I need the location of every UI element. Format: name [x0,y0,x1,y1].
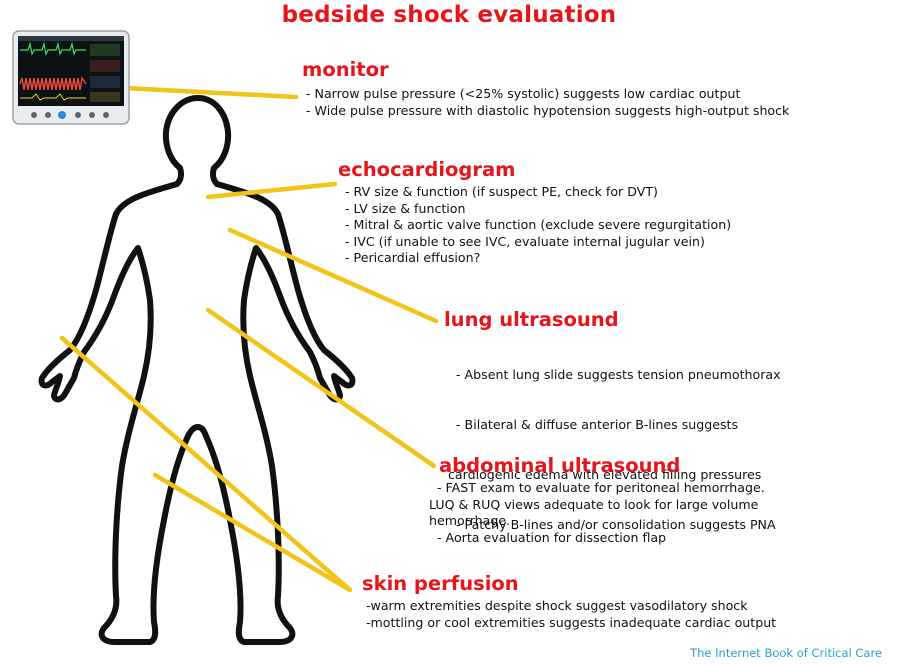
list-item: - Pericardial effusion? [345,250,731,267]
list-item: - Bilateral & diffuse anterior B-lines s… [448,417,781,434]
section-heading-abdominal-ultrasound: abdominal ultrasound [439,454,680,477]
list-item: - Absent lung slide suggests tension pne… [448,367,781,384]
section-heading-monitor: monitor [302,58,389,81]
list-item: - Wide pulse pressure with diastolic hyp… [306,103,789,120]
patient-monitor-icon [12,30,130,125]
section-heading-lung-ultrasound: lung ultrasound [444,308,619,331]
pointer-line-abdominal-ultrasound [208,310,434,466]
source-credit: The Internet Book of Critical Care [690,646,882,660]
section-list-abdominal-ultrasound: - FAST exam to evaluate for peritoneal h… [429,480,765,546]
list-item: - RV size & function (if suspect PE, che… [345,184,731,201]
list-item: -mottling or cool extremities suggests i… [366,615,776,632]
list-item: hemorrhage. [429,513,765,530]
list-item: - LV size & function [345,201,731,218]
list-item: - FAST exam to evaluate for peritoneal h… [429,480,765,497]
list-item: - Mitral & aortic valve function (exclud… [345,217,731,234]
page-title: bedside shock evaluation [0,2,898,28]
human-body-outline [42,98,353,642]
section-list-echocardiogram: - RV size & function (if suspect PE, che… [345,184,731,267]
section-list-monitor: - Narrow pulse pressure (<25% systolic) … [306,86,789,119]
list-item: - IVC (if unable to see IVC, evaluate in… [345,234,731,251]
section-heading-echocardiogram: echocardiogram [338,158,516,181]
section-heading-skin-perfusion: skin perfusion [362,572,519,595]
list-item: LUQ & RUQ views adequate to look for lar… [429,497,765,514]
section-list-skin-perfusion: -warm extremities despite shock suggest … [366,598,776,631]
list-item: - Aorta evaluation for dissection flap [429,530,765,547]
pointer-line-skin-perfusion-leg [155,475,350,590]
list-item: - Narrow pulse pressure (<25% systolic) … [306,86,789,103]
list-item: -warm extremities despite shock suggest … [366,598,776,615]
